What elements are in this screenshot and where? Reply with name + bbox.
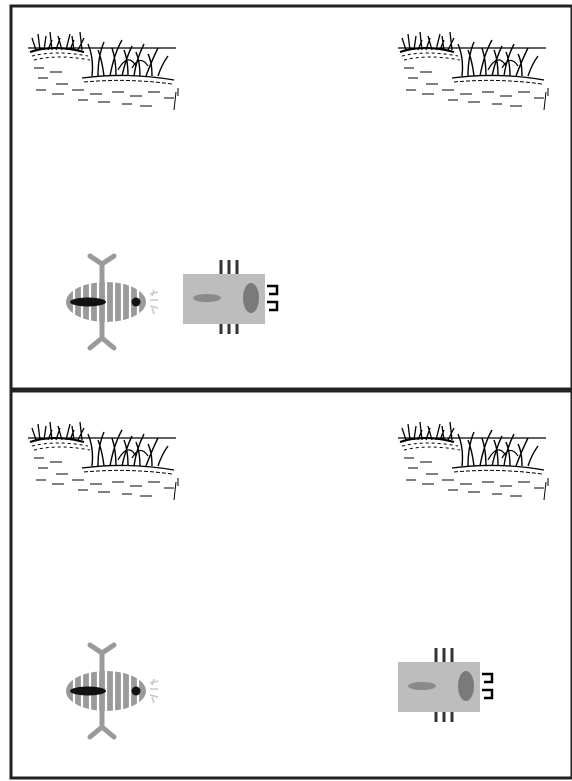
beetle-icon [396,646,494,724]
larva-icon [66,645,158,737]
pond-grass-icon [27,421,179,501]
beetle-icon [181,258,279,336]
pond-grass-icon [397,421,549,501]
panel-top-frame [9,4,572,391]
pond-grass-icon [397,31,549,111]
pond-grass-icon [27,31,179,111]
larva-icon [66,256,158,348]
panel-bottom-frame [9,389,572,780]
